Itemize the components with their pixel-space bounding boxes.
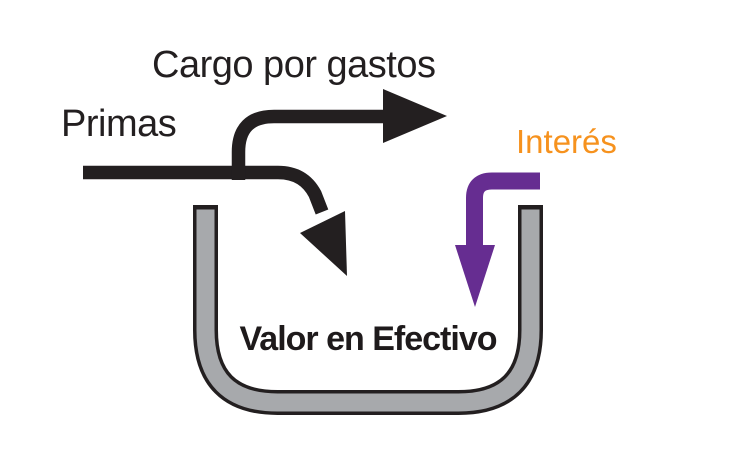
premiums-label: Primas xyxy=(61,103,177,145)
cash-value-label: Valor en Efectivo xyxy=(239,320,498,358)
interest-flow-line xyxy=(466,172,540,247)
expense-branch-line xyxy=(231,109,387,180)
expense-arrowhead-icon xyxy=(383,89,447,143)
expense-charge-label: Cargo por gastos xyxy=(152,44,436,86)
premiums-flow-line xyxy=(83,165,329,215)
premiums-arrowhead-icon xyxy=(300,211,347,276)
cup-body xyxy=(196,209,540,412)
interest-label: Interés xyxy=(516,123,617,160)
interest-arrowhead-icon xyxy=(455,245,495,307)
